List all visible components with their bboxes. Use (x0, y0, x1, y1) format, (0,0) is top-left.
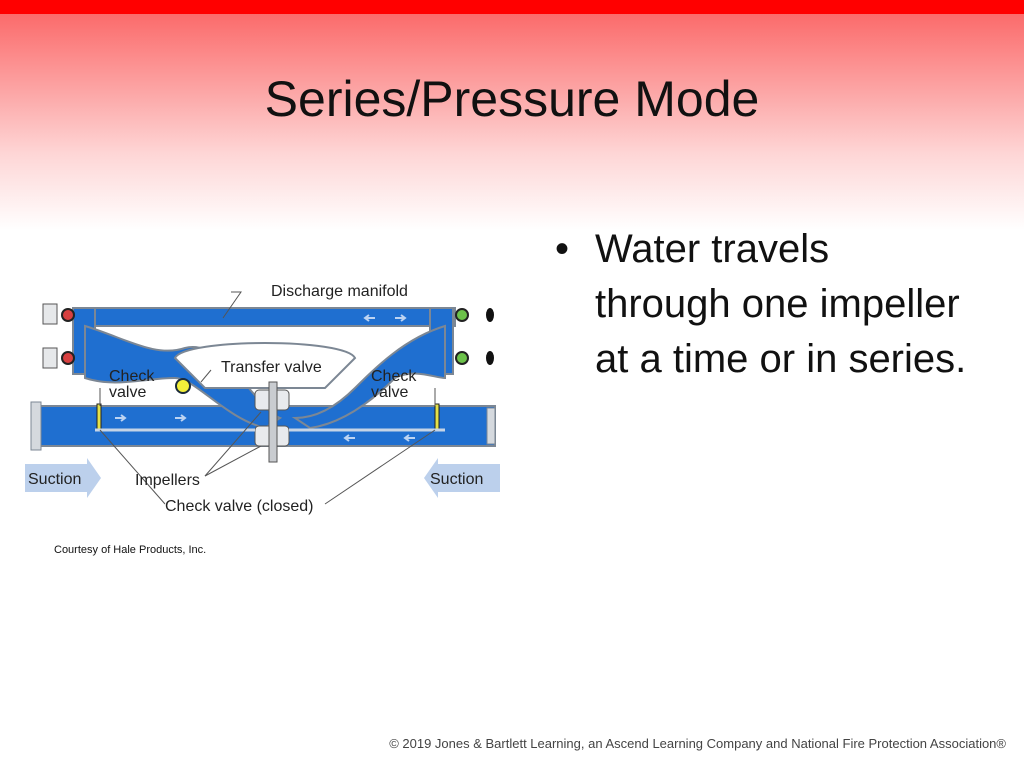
label-suction-right: Suction (430, 471, 483, 488)
label-check-valve-left: valve (109, 384, 146, 401)
left-flange (30, 401, 42, 451)
right-outlet-cap (486, 308, 494, 322)
right-flange (486, 407, 496, 445)
left-discharge-valve-icon (61, 351, 75, 365)
left-outlet-cap (42, 303, 58, 325)
label-check-valve-right: valve (371, 384, 408, 401)
leader-line (99, 429, 166, 505)
label-impellers: Impellers (135, 472, 200, 489)
left-discharge-valve-icon (61, 308, 75, 322)
pump-diagram: Discharge manifold Transfer valve Check … (25, 283, 500, 515)
label-check-valve-closed: Check valve (closed) (165, 498, 314, 515)
slide-title: Series/Pressure Mode (264, 71, 760, 127)
leader-line (204, 411, 262, 477)
bullet-text: Water travels through one impeller at a … (595, 227, 967, 381)
right-discharge-valve-icon (455, 308, 469, 322)
flow-arrow-icon (363, 314, 375, 322)
transfer-valve-icon (175, 378, 191, 394)
leader-line (204, 445, 262, 477)
bullet-dot-icon: • (555, 227, 570, 271)
pump-shaft (268, 381, 278, 463)
left-volute (84, 324, 283, 430)
label-transfer-valve: Transfer valve (221, 359, 322, 376)
label-check-valve-right: Check (371, 368, 417, 385)
copyright-footer: © 2019 Jones & Bartlett Learning, an Asc… (389, 736, 1006, 751)
check-valve-right-icon (434, 403, 440, 431)
transfer-passage (173, 342, 357, 389)
leader-line (222, 291, 242, 319)
header-gradient (0, 14, 1024, 230)
check-valve-left-icon (96, 403, 102, 431)
left-outlet-cap (42, 347, 58, 369)
bullet-item: • Water travels through one impeller at … (555, 222, 975, 387)
right-volute (291, 324, 446, 430)
leader-line (200, 369, 212, 383)
flow-arrow-icon (403, 434, 415, 442)
image-credit: Courtesy of Hale Products, Inc. (54, 544, 207, 556)
right-outlet-cap (486, 351, 494, 365)
right-discharge-valve-icon (455, 351, 469, 365)
label-check-valve-left: Check (109, 368, 155, 385)
flow-arrow-icon (115, 414, 127, 422)
bullet-list: • Water travels through one impeller at … (555, 222, 975, 387)
header-bar (0, 0, 1024, 14)
flow-arrow-icon (395, 314, 407, 322)
flow-arrow-icon (343, 434, 355, 442)
label-suction-left: Suction (28, 471, 81, 488)
label-discharge-manifold: Discharge manifold (271, 283, 408, 300)
suction-arrow-left-icon (25, 458, 101, 498)
flow-arrow-icon (175, 414, 187, 422)
leader-line (324, 429, 436, 505)
suction-arrow-right-icon (424, 458, 500, 498)
